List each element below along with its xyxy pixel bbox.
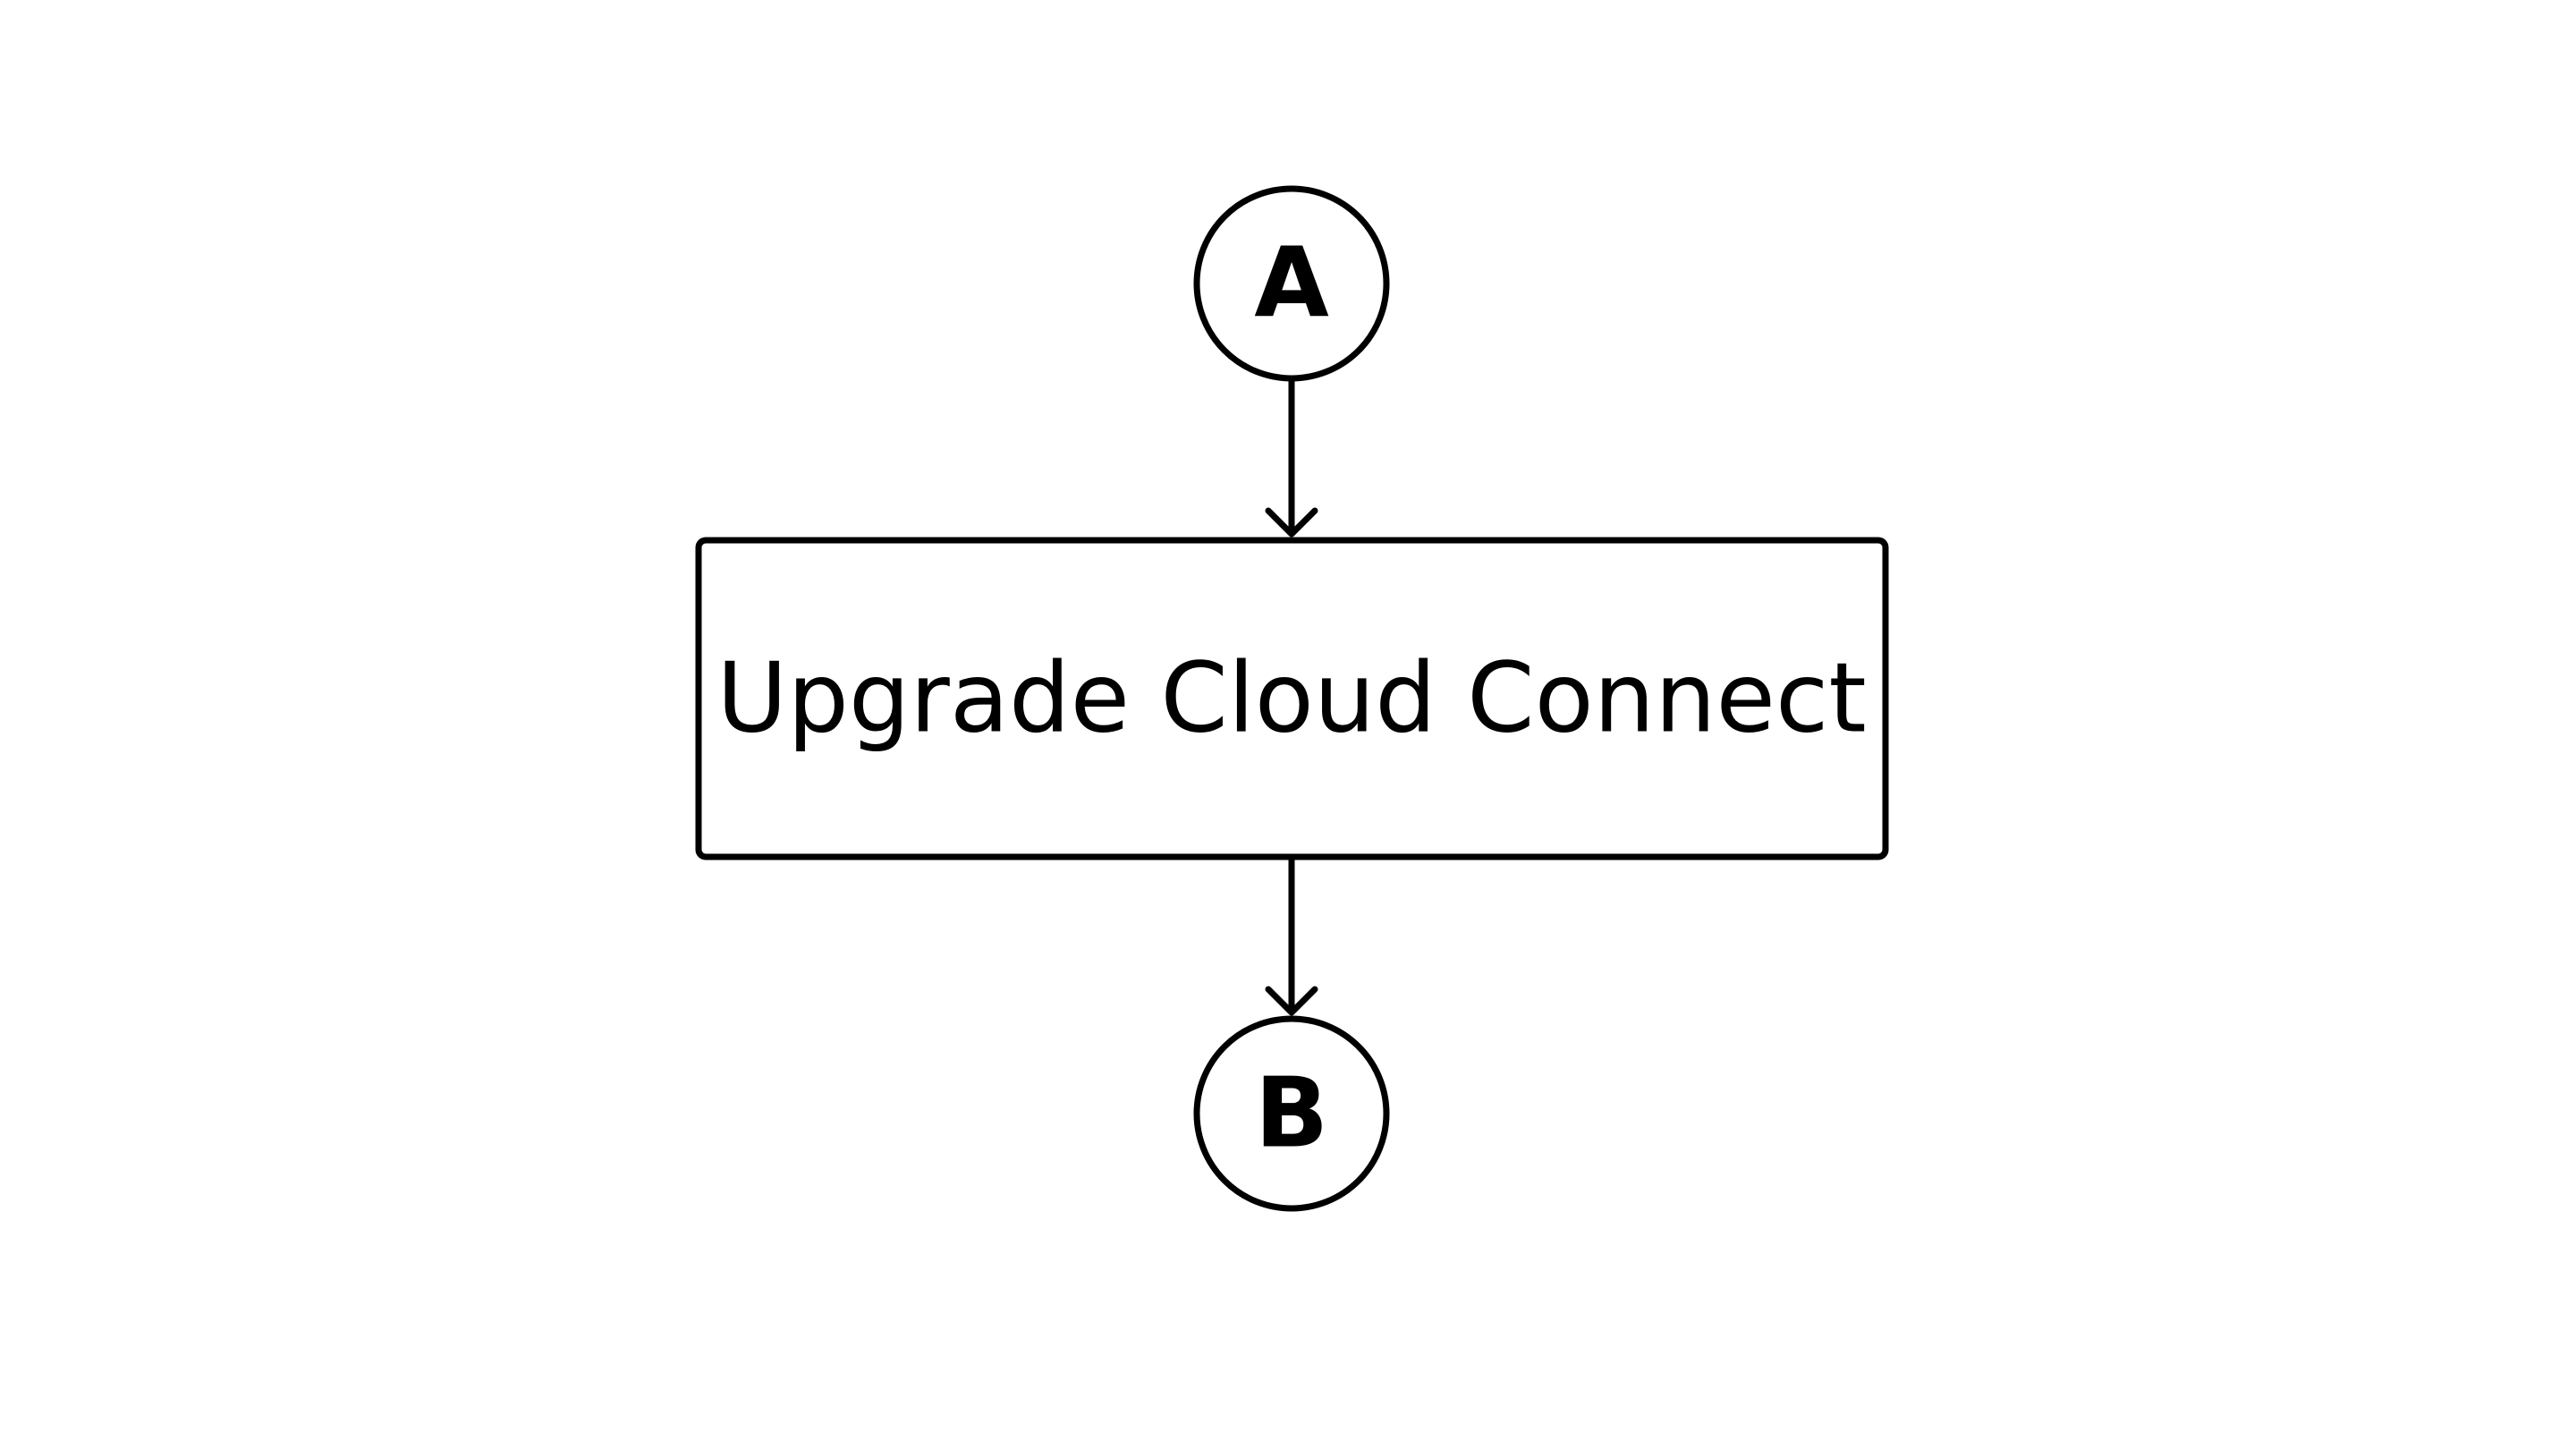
connector-circle [1193, 1015, 1390, 1212]
connector-label-b: B [1255, 1058, 1328, 1170]
process-node: Upgrade Cloud Connect [695, 537, 1889, 860]
arrowhead-icon [1265, 986, 1318, 1016]
process-box [695, 537, 1889, 860]
process-label: Upgrade Cloud Connect [716, 643, 1866, 755]
arrowhead-icon [1265, 507, 1318, 538]
connector-circle [1193, 185, 1390, 382]
edge-a-to-process [1265, 376, 1318, 538]
connector-node-a: A [1193, 185, 1390, 382]
connector-label-a: A [1254, 228, 1329, 340]
connector-node-b: B [1193, 1015, 1390, 1212]
edge-process-to-b [1265, 853, 1318, 1016]
